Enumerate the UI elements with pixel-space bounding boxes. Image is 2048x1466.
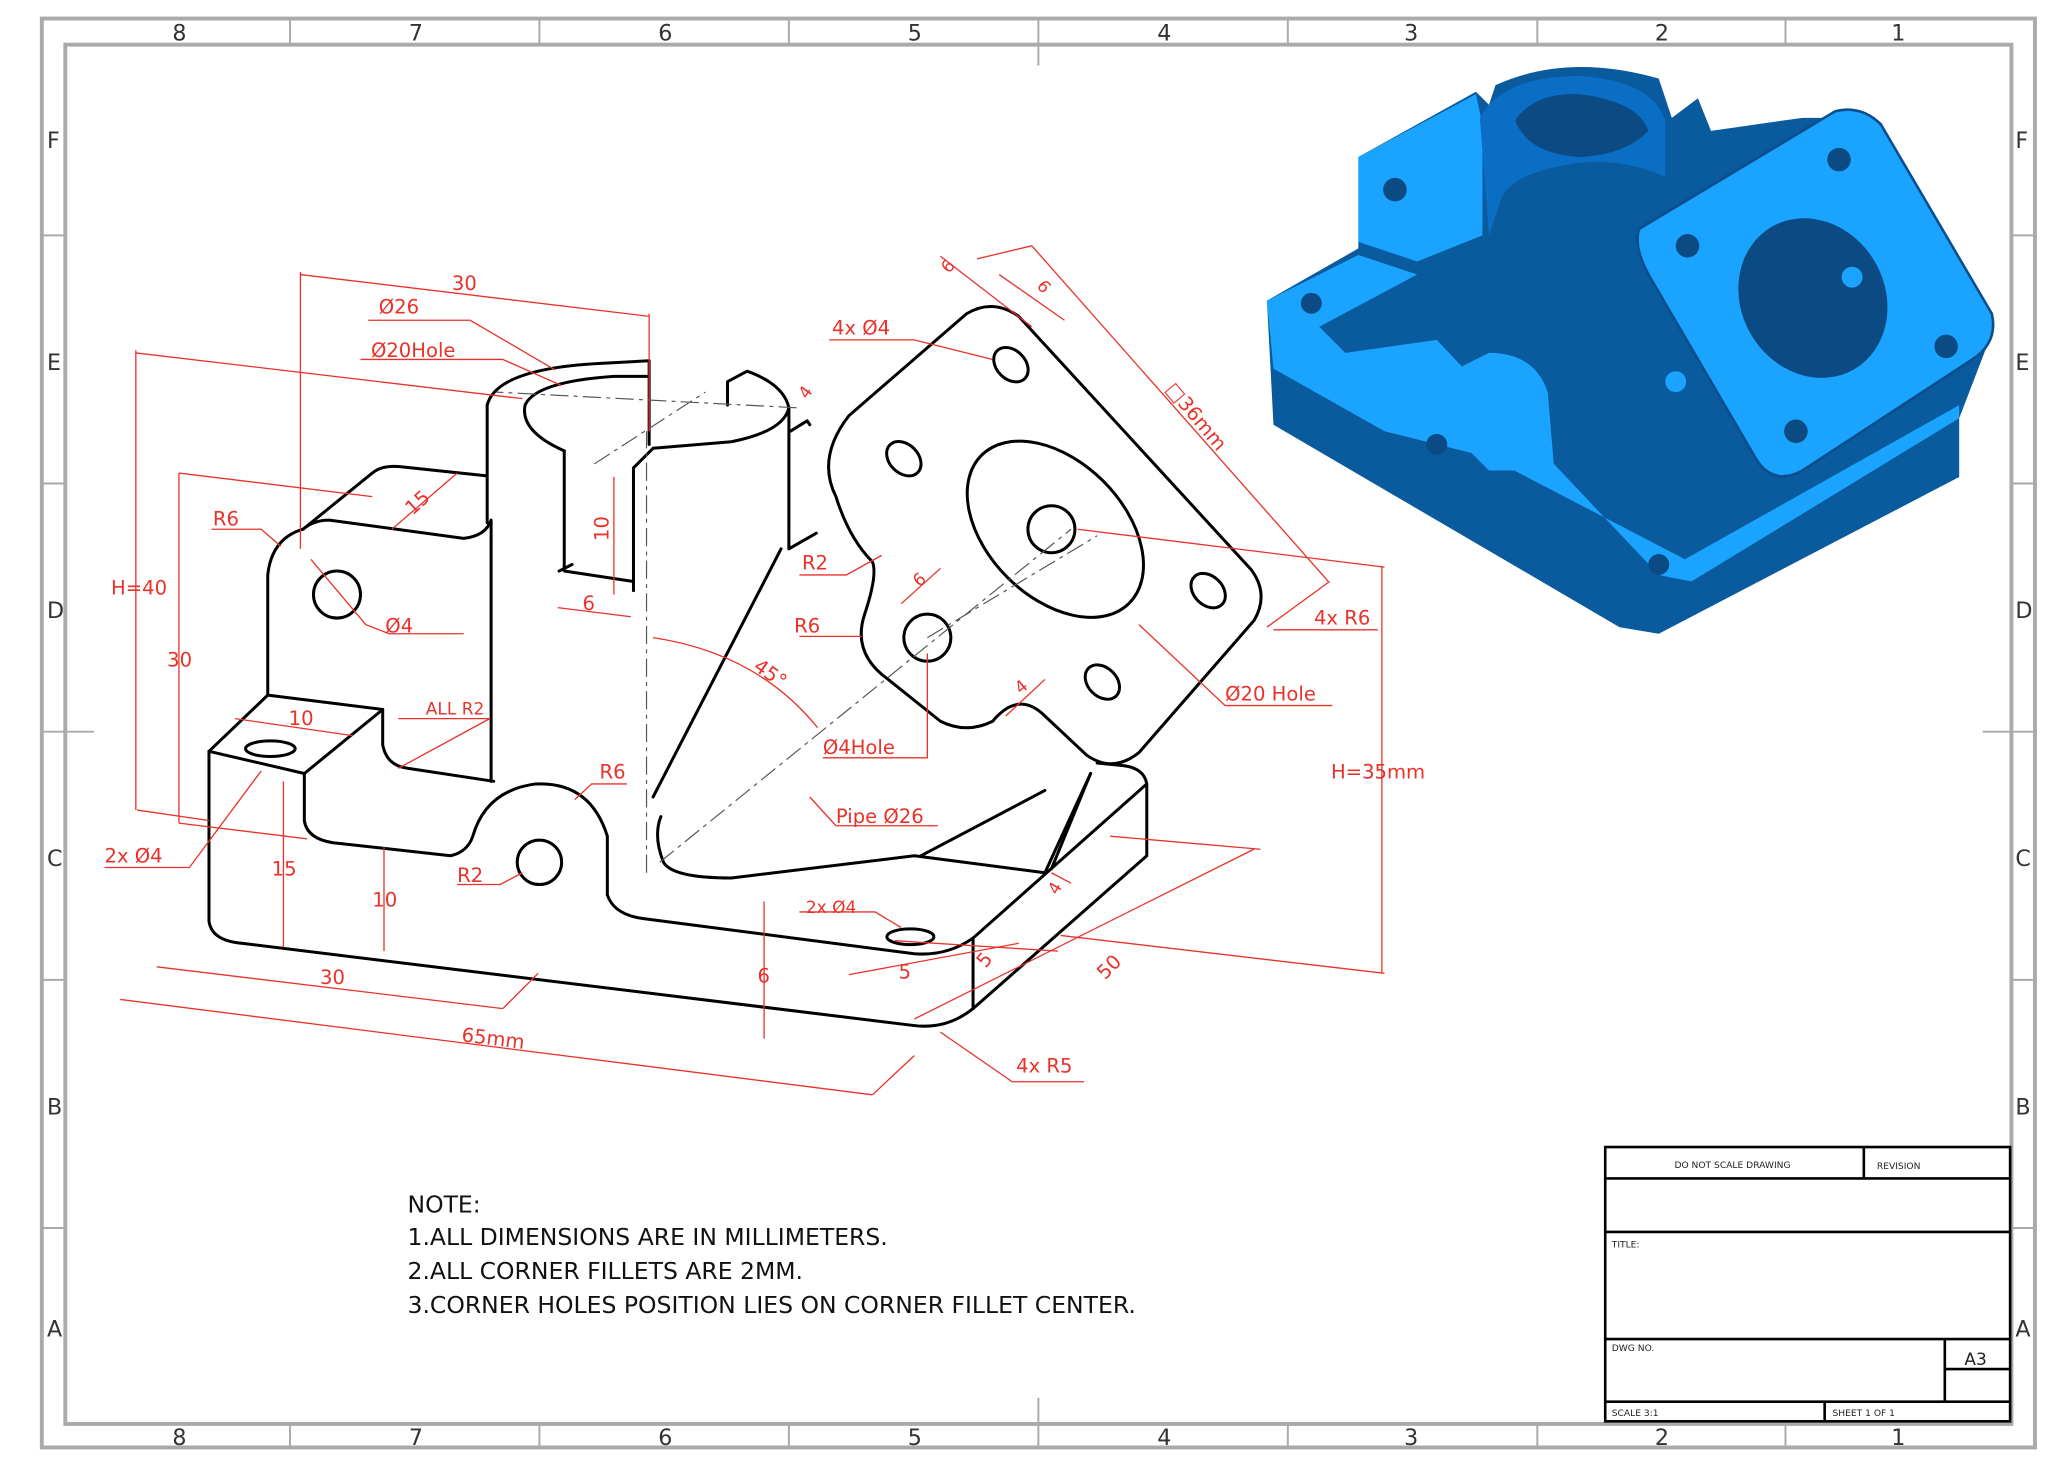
dimension-lines (104, 245, 1385, 1096)
dim-label: H=40 (111, 577, 167, 600)
zone-row-label: D (2015, 598, 2032, 624)
title-label: TITLE: (1611, 1241, 1640, 1251)
zone-row-label: A (47, 1316, 62, 1342)
dim-label: 4x Ø4 (832, 317, 890, 340)
dim-label: Ø4 (385, 614, 413, 637)
sheet-border (39, 16, 2037, 1450)
dim-label: 4x R6 (1314, 607, 1370, 630)
zone-col-label: 7 (409, 1425, 423, 1451)
dim-label: Pipe Ø26 (836, 805, 924, 828)
zone-row-label: C (47, 846, 63, 872)
note-line: 2.ALL CORNER FILLETS ARE 2MM. (408, 1257, 804, 1285)
dim-label: 30 (452, 272, 477, 295)
zone-col-label: 1 (1891, 1425, 1905, 1451)
zone-row-label: B (47, 1094, 62, 1120)
zone-col-label: 7 (409, 21, 423, 47)
zone-row-label: E (2015, 350, 2029, 376)
sheet-size: A3 (1964, 1350, 1986, 1370)
dim-label: 2x Ø4 (806, 898, 856, 918)
dim-label: R6 (794, 614, 820, 637)
dim-label: R6 (213, 507, 239, 530)
dim-label: Ø4Hole (823, 736, 895, 759)
revision-label: REVISION (1877, 1162, 1921, 1172)
sheet-number-label: SHEET 1 OF 1 (1832, 1409, 1895, 1419)
dim-label: 4x R5 (1016, 1055, 1072, 1078)
zone-col-label: 3 (1404, 1425, 1418, 1451)
dim-label: 10 (591, 516, 614, 541)
dim-label: 10 (289, 707, 314, 730)
dim-label: 45° (749, 654, 791, 693)
dim-label: Ø20 Hole (1225, 682, 1316, 705)
title-block: DO NOT SCALE DRAWING REVISION TITLE: DWG… (1603, 1145, 2012, 1423)
dim-label: 30 (320, 966, 345, 989)
dim-label: ALL R2 (426, 700, 485, 720)
dim-label: 5 (972, 948, 998, 972)
dim-label: 2x Ø4 (104, 844, 162, 867)
zone-col-label: 4 (1157, 21, 1171, 47)
dim-label: 30 (167, 648, 192, 671)
zone-col-label: 6 (658, 1425, 672, 1451)
scale-label: SCALE 3:1 (1612, 1409, 1659, 1419)
dim-label: R6 (600, 761, 626, 784)
dim-label: 6 (758, 964, 770, 987)
zone-col-label: 6 (658, 21, 672, 47)
zone-col-label: 1 (1891, 21, 1905, 47)
zone-row-label: E (47, 350, 61, 376)
zone-col-label: 4 (1157, 1425, 1171, 1451)
general-notes: NOTE: 1.ALL DIMENSIONS ARE IN MILLIMETER… (408, 1190, 1136, 1319)
dim-label: 65mm (460, 1023, 525, 1054)
notes-heading: NOTE: (408, 1190, 481, 1218)
note-line: 3.CORNER HOLES POSITION LIES ON CORNER F… (408, 1291, 1136, 1319)
dim-label: R2 (802, 552, 828, 575)
zone-labels: 8 7 6 5 4 3 2 1 8 7 6 5 4 3 2 1 F E D C … (47, 21, 2032, 1451)
zone-col-label: 8 (172, 21, 186, 47)
zone-col-label: 2 (1655, 1425, 1669, 1451)
dim-label: 10 (372, 889, 397, 912)
dim-label: Ø20Hole (371, 339, 456, 362)
dim-label: Ø26 (379, 296, 419, 319)
zone-row-label: B (2015, 1094, 2030, 1120)
dim-label: 4 (1011, 676, 1032, 698)
zone-row-label: D (47, 598, 64, 624)
dim-label: 15 (272, 857, 297, 880)
zone-col-label: 3 (1404, 21, 1418, 47)
dim-label: 5 (899, 961, 911, 984)
do-not-scale-label: DO NOT SCALE DRAWING (1674, 1161, 1790, 1171)
zone-col-label: 8 (172, 1425, 186, 1451)
zone-col-label: 2 (1655, 21, 1669, 47)
dim-label: □36mm (1161, 378, 1231, 455)
zone-row-label: C (2015, 846, 2031, 872)
dwg-no-label: DWG NO. (1612, 1344, 1655, 1354)
dim-label: 4 (795, 382, 818, 402)
zone-col-label: 5 (908, 21, 922, 47)
note-line: 1.ALL DIMENSIONS ARE IN MILLIMETERS. (408, 1223, 888, 1251)
dim-label: 4 (1044, 879, 1067, 898)
zone-row-label: F (2015, 128, 2028, 154)
zone-col-label: 5 (908, 1425, 922, 1451)
dim-label: 6 (583, 592, 595, 615)
dim-label: 6 (937, 256, 959, 277)
dim-label: 15 (401, 486, 435, 520)
dim-label: R2 (457, 864, 483, 887)
zone-row-label: A (2015, 1316, 2030, 1342)
dim-label: 50 (1092, 950, 1126, 984)
dim-label: H=35mm (1331, 761, 1425, 784)
shaded-3d-model-view (1266, 67, 1995, 634)
isometric-part-outline (207, 305, 1263, 1028)
dim-label: 6 (1032, 276, 1054, 297)
zone-row-label: F (47, 128, 60, 154)
